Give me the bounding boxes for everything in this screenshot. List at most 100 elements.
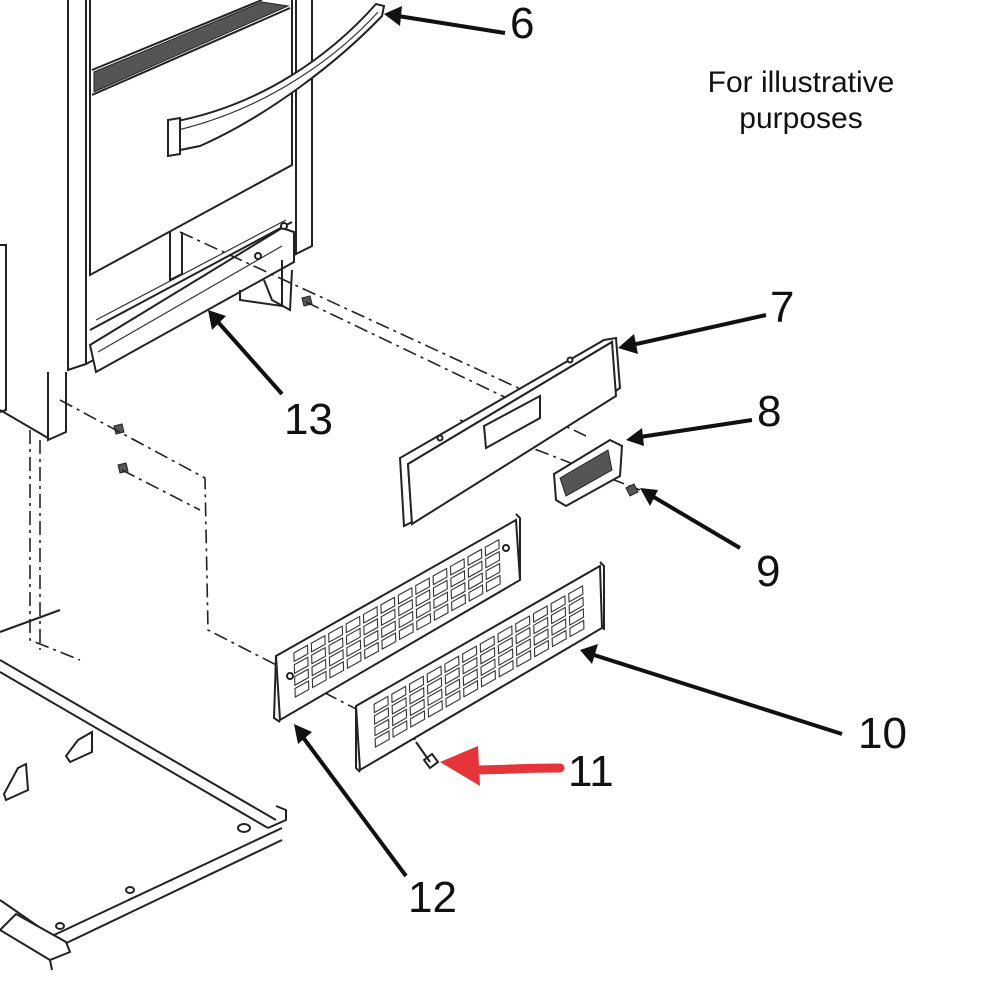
grille-cell (432, 579, 448, 598)
grille-cell (533, 639, 550, 658)
grille-cell (568, 607, 585, 626)
grille-cell (445, 678, 461, 697)
front-panel-part-7 (398, 336, 622, 528)
handle-bar-part-6 (167, 2, 386, 158)
grille-cell (328, 637, 344, 655)
leader-arrows (208, 6, 843, 878)
label-part-8: 8 (757, 387, 781, 436)
grille-cell (533, 628, 549, 647)
grille-cell (409, 686, 425, 705)
label-part-12: 12 (408, 873, 457, 922)
grille-cell (380, 608, 396, 627)
grille-cell (484, 538, 500, 557)
grille-cell (398, 610, 414, 629)
grille-cell (468, 572, 483, 591)
grille-cell (480, 658, 496, 677)
grille-cell (426, 676, 443, 695)
label-part-11: 11 (568, 747, 614, 796)
grille-cell (515, 626, 531, 645)
grille-cell (551, 629, 567, 648)
grille-cell (329, 660, 345, 679)
grille-cell (345, 615, 361, 634)
grille-cell (391, 685, 407, 704)
grille-cell (498, 648, 514, 667)
grille-cell (463, 679, 479, 698)
grille-cell (467, 548, 483, 567)
grille-cell (445, 689, 461, 708)
grille-cell (362, 606, 378, 624)
label-part-9: 9 (756, 547, 780, 596)
label-part-6: 6 (510, 0, 534, 48)
grille-cell (346, 651, 362, 670)
grille-cell (485, 574, 501, 593)
grille-cell (480, 669, 496, 688)
grille-cell (328, 648, 344, 667)
grille-part-12 (272, 513, 522, 723)
grille-cell (363, 617, 379, 636)
grille-cell (416, 612, 432, 631)
grille-cell (569, 619, 585, 638)
grille-cell (433, 603, 449, 622)
grille-cell (391, 708, 408, 727)
grille-cell (479, 635, 495, 654)
grille-cell (450, 581, 466, 600)
grille-cell (485, 562, 501, 581)
grille-cell (551, 618, 567, 637)
label-part-10: 10 (858, 709, 907, 758)
highlight-arrow-part-11 (440, 746, 565, 786)
grille-cell (380, 596, 396, 615)
grille-cell (532, 605, 549, 624)
grille-cell (397, 586, 413, 605)
grille-12-mesh (293, 538, 501, 698)
part-labels: 6 7 8 9 10 11 12 13 (284, 0, 907, 922)
grille-cell (409, 698, 425, 717)
grille-cell (364, 641, 379, 660)
grille-cell (462, 656, 478, 675)
grille-cell (409, 709, 426, 728)
grille-cell (311, 646, 327, 665)
grille-cell (550, 594, 566, 613)
grille-cell (310, 634, 326, 653)
grille-cell (497, 636, 513, 655)
grille-cell (381, 620, 396, 639)
grille-cell (480, 646, 496, 665)
grille-cell (415, 589, 431, 607)
grille-cell (311, 670, 327, 689)
grille-cell (568, 584, 584, 603)
screw-part-11 (415, 741, 440, 770)
grille-cell (444, 666, 460, 685)
grille-cell (346, 639, 362, 658)
grille-cell (550, 606, 567, 625)
grille-cell (432, 567, 448, 586)
grille-cell (293, 656, 309, 675)
screw-upper-left (113, 295, 313, 474)
grille-cell (415, 577, 431, 596)
grille-cell (444, 655, 460, 674)
bracket-part-13 (88, 222, 295, 374)
grille-cell (497, 625, 513, 644)
grille-cell (427, 688, 443, 707)
illustrative-note: For illustrative purposes (708, 66, 895, 135)
grille-cell (294, 668, 309, 687)
grille-cell (294, 680, 310, 698)
grille-cell (345, 627, 361, 646)
grille-cell (568, 596, 584, 615)
grille-cell (433, 591, 449, 610)
note-line-1: For illustrative (708, 66, 895, 99)
grille-cell (427, 699, 443, 718)
grille-cell (451, 593, 466, 612)
grille-cell (398, 598, 414, 617)
note-line-2: purposes (739, 102, 862, 135)
grille-cell (415, 600, 431, 619)
grille-cell (468, 584, 484, 602)
grille-cell (328, 625, 344, 644)
label-part-7: 7 (770, 283, 794, 332)
screw-part-9 (625, 483, 639, 497)
grille-cell (398, 622, 414, 641)
grille-cell (485, 550, 501, 569)
grille-cell (450, 569, 466, 588)
upper-grille-texture (93, 1, 290, 93)
switch-bracket-part-8 (552, 438, 624, 508)
grille-10-mesh (373, 584, 585, 749)
grille-cell (373, 695, 389, 714)
